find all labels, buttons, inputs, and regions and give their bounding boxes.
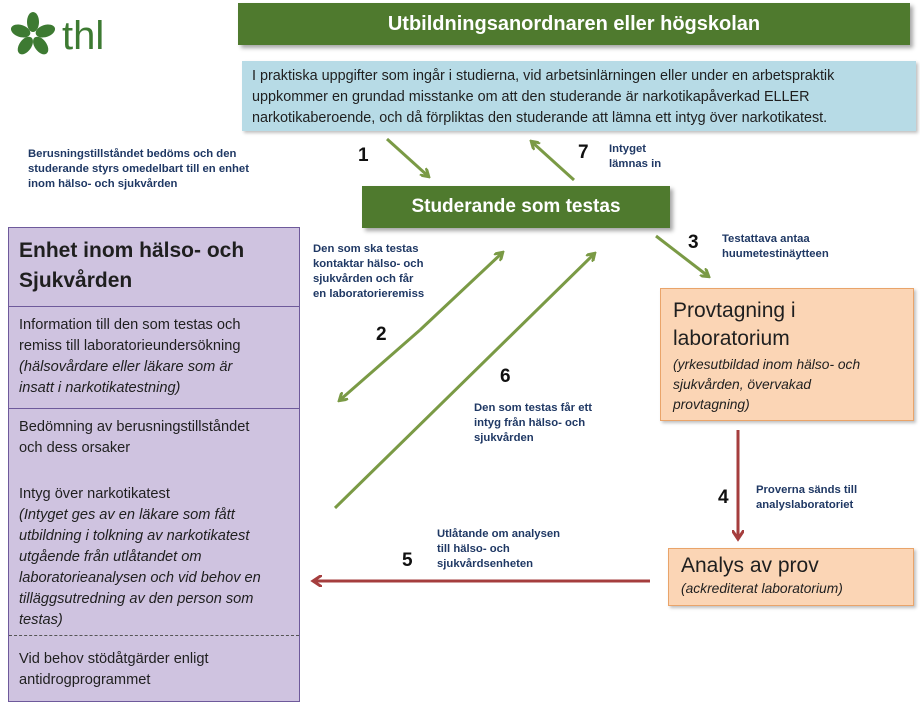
arrow-3	[655, 234, 708, 276]
assessment-note: Berusningstillståndet bedöms och den stu…	[28, 147, 249, 192]
divider	[9, 306, 299, 307]
dashed-divider	[9, 635, 299, 636]
label-line: sjukvården	[474, 432, 534, 444]
label-line: Testattava antaa	[722, 233, 810, 245]
step4-label: Proverna sänds till analyslaboratoriet	[756, 483, 857, 513]
label-line: Den som ska testas	[313, 243, 419, 255]
info-box: I praktiska uppgifter som ingår i studie…	[242, 61, 916, 131]
text-line: Information till den som testas och	[19, 317, 241, 333]
text-line: Intyg över narkotikatest	[19, 486, 170, 502]
info-line: narkotikaberoende, och då förpliktas den…	[252, 110, 828, 126]
note-line: Berusningstillståndet bedöms och den	[28, 148, 237, 160]
step6-label: Den som testas får ett intyg från hälso-…	[474, 401, 592, 446]
arrow-2-down	[340, 328, 421, 400]
text-line: och dess orsaker	[19, 440, 131, 456]
lab-sampling-box: Provtagning i laboratorium (yrkesutbilda…	[660, 288, 914, 421]
info-line: I praktiska uppgifter som ingår i studie…	[252, 68, 835, 84]
italic-line: laboratorieanalysen och vid behov en	[19, 570, 261, 586]
label-line: intyg från hälso- och	[474, 417, 586, 429]
title-line: Enhet inom hälso- och	[19, 239, 245, 262]
step-number-2: 2	[376, 324, 387, 345]
arrow-1	[385, 137, 428, 176]
note-line: studerande styrs omedelbart till en enhe…	[28, 163, 249, 175]
label-line: Den som testas får ett	[474, 402, 593, 414]
step5-label: Utlåtande om analysen till hälso- och sj…	[437, 527, 560, 572]
step7-label: Intyget lämnas in	[609, 142, 661, 172]
step2-label: Den som ska testas kontaktar hälso- och …	[313, 242, 424, 302]
italic-line: utgående från utlåtandet om	[19, 549, 202, 565]
analysis-subtitle: (ackrediterat laboratorium)	[681, 581, 843, 596]
support-section: Vid behov stödåtgärder enligt antidrogpr…	[19, 649, 295, 691]
text-line: antidrogprogrammet	[19, 672, 151, 688]
label-line: lämnas in	[609, 158, 662, 170]
health-unit-box: Enhet inom hälso- och Sjukvården Informa…	[8, 227, 300, 702]
title-line: Sjukvården	[19, 269, 133, 292]
label-line: Proverna sänds till	[756, 484, 858, 496]
step-number-7: 7	[578, 142, 589, 163]
label-line: en laboratorieremiss	[313, 288, 425, 300]
header-title: Utbildningsanordnaren eller högskolan	[238, 3, 910, 45]
text-line: Bedömning av berusningstillståndet	[19, 419, 250, 435]
label-line: kontaktar hälso- och	[313, 258, 424, 270]
label-line: sjukvårdsenheten	[437, 558, 534, 570]
text-line: remiss till laboratorieundersökning	[19, 338, 241, 354]
divider	[9, 408, 299, 409]
logo-text: thl	[62, 14, 105, 58]
step-number-5: 5	[402, 550, 413, 571]
italic-line: testas)	[19, 612, 63, 628]
italic-line: (Intyget ges av en läkare som fått	[19, 507, 235, 523]
label-line: sjukvården och får	[313, 273, 414, 285]
student-box: Studerande som testas	[362, 186, 670, 228]
thl-flower-icon	[10, 12, 56, 55]
lab-title-line: Provtagning i	[673, 299, 796, 322]
label-line: Utlåtande om analysen	[437, 528, 561, 540]
info-referral-section: Information till den som testas och remi…	[19, 315, 295, 399]
label-line: Intyget	[609, 143, 647, 155]
note-line: inom hälso- och sjukvården	[28, 178, 178, 190]
analysis-box: Analys av prov (ackrediterat laboratoriu…	[668, 548, 914, 606]
analysis-title: Analys av prov	[681, 554, 819, 577]
health-unit-title: Enhet inom hälso- och Sjukvården	[19, 236, 289, 296]
step-number-3: 3	[688, 232, 699, 253]
info-line: uppkommer en grundad misstanke om att de…	[252, 89, 810, 105]
thl-logo: thl	[8, 10, 128, 60]
step-number-6: 6	[500, 366, 511, 387]
arrow-7	[532, 142, 576, 182]
subtitle-line: provtagning)	[673, 397, 750, 412]
italic-line: (hälsovårdare eller läkare som är	[19, 359, 233, 375]
arrow-6	[333, 254, 594, 510]
label-line: huumetestinäytteen	[722, 248, 829, 260]
label-line: till hälso- och	[437, 543, 510, 555]
step3-label: Testattava antaa huumetestinäytteen	[722, 232, 829, 262]
italic-line: tilläggsutredning av den person som	[19, 591, 254, 607]
subtitle-line: (yrkesutbildad inom hälso- och	[673, 357, 861, 372]
text-line: Vid behov stödåtgärder enligt	[19, 651, 209, 667]
certificate-section: Intyg över narkotikatest (Intyget ges av…	[19, 484, 295, 631]
arrow-2-up	[418, 253, 502, 332]
assessment-section: Bedömning av berusningstillståndet och d…	[19, 417, 295, 459]
lab-subtitle: (yrkesutbildad inom hälso- och sjukvårde…	[673, 355, 901, 415]
step-number-4: 4	[718, 487, 729, 508]
italic-line: insatt i narkotikatestning)	[19, 380, 181, 396]
label-line: analyslaboratoriet	[756, 499, 854, 511]
subtitle-line: sjukvården, övervakad	[673, 377, 812, 392]
italic-line: utbildning i tolkning av narkotikatest	[19, 528, 250, 544]
lab-title-line: laboratorium	[673, 327, 790, 350]
step-number-1: 1	[358, 145, 369, 166]
